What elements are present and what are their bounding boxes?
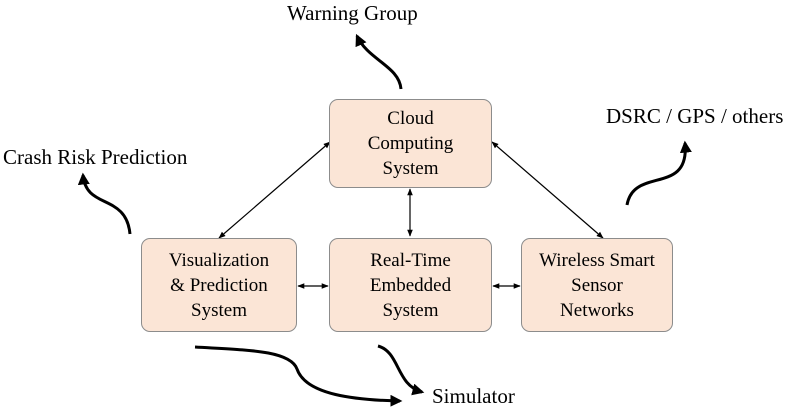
crash-risk-label: Crash Risk Prediction	[3, 145, 188, 169]
wireless-line-1: Wireless Smart	[539, 249, 655, 271]
cloud-computing-node: Cloud Computing System	[329, 99, 492, 188]
dsrc-gps-label: DSRC / GPS / others	[606, 104, 784, 128]
visualization-line-1: Visualization	[168, 249, 270, 271]
arrow-to-crash-risk	[77, 172, 132, 235]
arrow-visualization-to-simulator	[194, 345, 403, 407]
cloud-line-1: Cloud	[387, 108, 434, 129]
arrow-to-warning-group	[355, 33, 403, 90]
visualization-line-3: System	[191, 299, 247, 321]
visualization-prediction-node: Visualization & Prediction System	[141, 238, 297, 332]
cloud-line-2: Computing	[367, 133, 454, 154]
simulator-label: Simulator	[432, 384, 515, 408]
visualization-line-2: & Prediction	[170, 274, 268, 296]
wireless-line-3: Networks	[560, 299, 634, 321]
embedded-line-1: Real-Time	[370, 249, 451, 271]
cloud-line-3: System	[382, 158, 439, 179]
embedded-line-2: Embedded	[369, 274, 452, 296]
link-cloud-wireless	[491, 141, 604, 239]
arrow-embedded-to-simulator	[377, 344, 425, 396]
link-cloud-visualization	[218, 141, 331, 239]
wireless-line-2: Sensor	[571, 274, 623, 296]
embedded-line-3: System	[382, 299, 439, 321]
warning-group-label: Warning Group	[287, 1, 418, 25]
arrow-to-dsrc-gps	[625, 140, 692, 206]
real-time-embedded-node: Real-Time Embedded System	[329, 238, 492, 332]
wireless-sensor-node: Wireless Smart Sensor Networks	[521, 238, 673, 332]
